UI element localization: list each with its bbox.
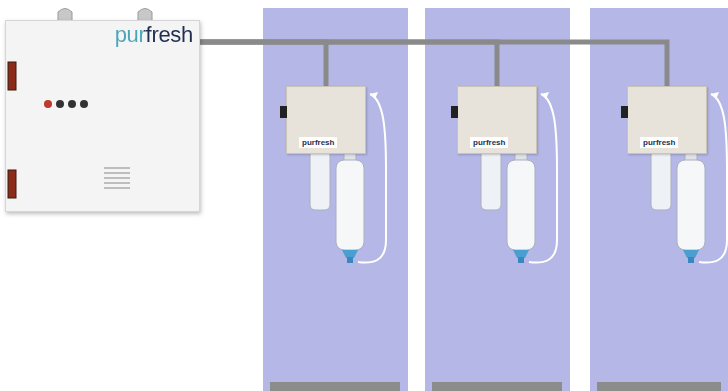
- door-sill: [597, 382, 721, 391]
- door-sill: [432, 382, 562, 391]
- indicator-lamp: [8, 62, 16, 90]
- gas-pipe: [200, 42, 497, 86]
- vent-slots: [104, 168, 130, 188]
- connector-knob: [451, 106, 458, 118]
- status-led: [68, 100, 76, 108]
- door-sill: [270, 382, 400, 391]
- dosing-unit: purfresh: [627, 86, 707, 154]
- status-led: [44, 100, 52, 108]
- dosing-unit: purfresh: [286, 86, 366, 154]
- brand-label: purfresh: [470, 137, 508, 148]
- gas-pipe: [200, 42, 667, 86]
- connector-knob: [621, 106, 628, 118]
- brand-label: purfresh: [640, 137, 678, 148]
- brand-label: purfresh: [299, 137, 337, 148]
- brand-label: purfresh: [115, 22, 193, 48]
- door-panel: [263, 8, 408, 391]
- control-unit: purfresh: [5, 20, 200, 212]
- status-led: [80, 100, 88, 108]
- status-led: [56, 100, 64, 108]
- dosing-unit: purfresh: [457, 86, 537, 154]
- door-panel: [590, 8, 728, 391]
- connector-knob: [280, 106, 287, 118]
- gas-pipe: [200, 42, 326, 86]
- indicator-lamp: [8, 170, 16, 198]
